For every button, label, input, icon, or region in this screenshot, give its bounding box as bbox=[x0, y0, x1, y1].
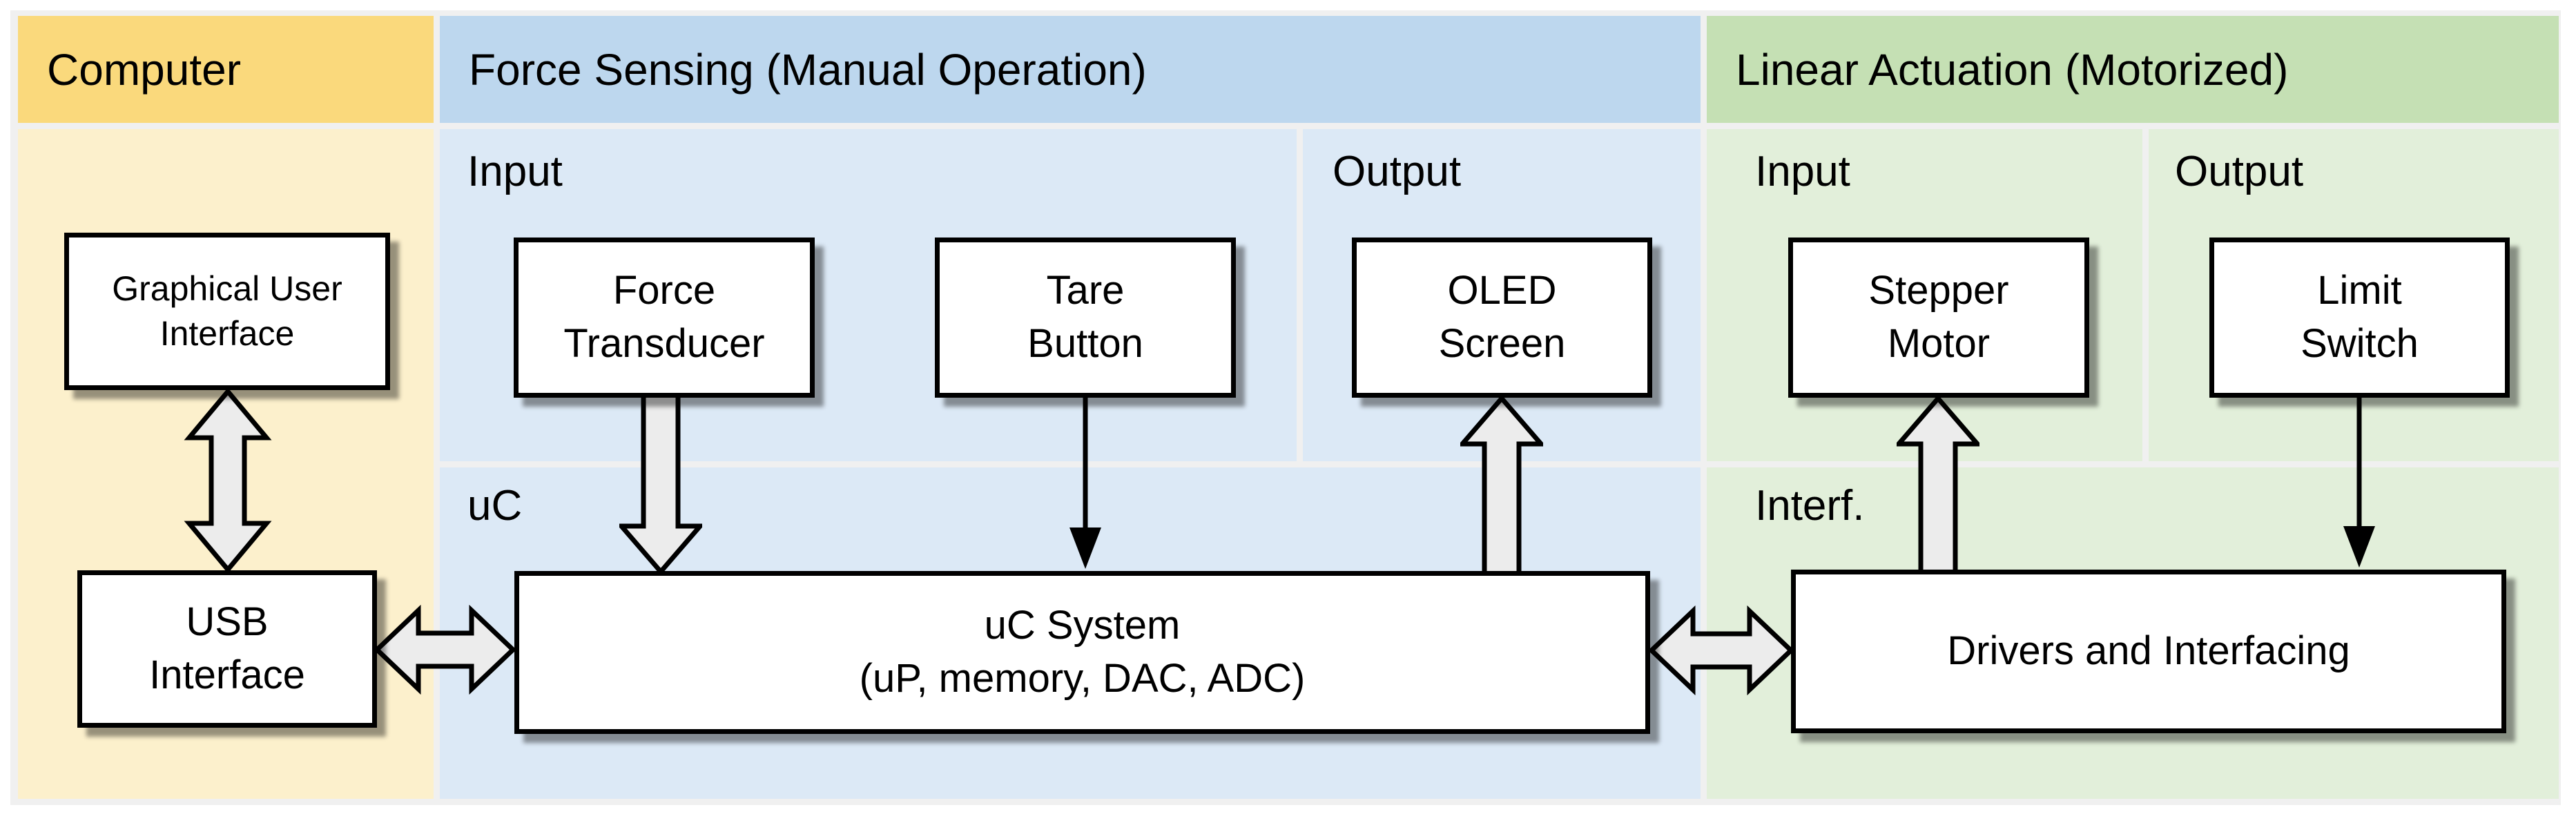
block-limit-switch: Limit Switch bbox=[2209, 238, 2510, 398]
block-stepper-motor: Stepper Motor bbox=[1788, 238, 2089, 398]
linear-actuation-title: Linear Actuation (Motorized) bbox=[1736, 44, 2289, 95]
block-oled-screen: OLED Screen bbox=[1352, 238, 1652, 398]
force-transducer-to-uc-arrow bbox=[619, 395, 702, 575]
uc-to-oled-arrow bbox=[1460, 395, 1543, 575]
section-header-computer: Computer bbox=[18, 16, 434, 123]
force-transducer-label: Force Transducer bbox=[563, 268, 765, 366]
linear-interf-label: Interf. bbox=[1755, 482, 1865, 530]
linear-output-label: Output bbox=[2175, 148, 2304, 195]
tare-button-label: Tare Button bbox=[1027, 268, 1143, 366]
section-header-force-sensing: Force Sensing (Manual Operation) bbox=[440, 16, 1701, 123]
force-input-label: Input bbox=[467, 148, 563, 195]
block-force-transducer: Force Transducer bbox=[514, 238, 815, 398]
uc-drivers-double-arrow bbox=[1649, 606, 1794, 695]
block-uc-system: uC System (uP, memory, DAC, ADC) bbox=[514, 571, 1650, 734]
tare-button-to-uc-arrow bbox=[1069, 395, 1101, 569]
limit-switch-label: Limit Switch bbox=[2301, 268, 2419, 366]
force-sensing-title: Force Sensing (Manual Operation) bbox=[469, 44, 1147, 95]
gui-block-label: Graphical User Interface bbox=[112, 269, 342, 353]
block-graphical-user-interface: Graphical User Interface bbox=[64, 233, 390, 390]
usb-uc-double-arrow bbox=[374, 605, 516, 695]
oled-screen-label: OLED Screen bbox=[1438, 268, 1566, 366]
block-tare-button: Tare Button bbox=[935, 238, 1236, 398]
block-drivers-and-interfacing: Drivers and Interfacing bbox=[1791, 570, 2506, 733]
drivers-to-stepper-arrow bbox=[1897, 395, 1979, 575]
computer-title: Computer bbox=[47, 44, 241, 95]
gui-usb-double-arrow bbox=[184, 389, 272, 572]
limit-switch-to-drivers-arrow bbox=[2343, 395, 2375, 568]
block-usb-interface: USB Interface bbox=[77, 570, 377, 728]
usb-interface-label: USB Interface bbox=[149, 599, 305, 697]
linear-input-label: Input bbox=[1755, 148, 1850, 195]
stepper-motor-label: Stepper Motor bbox=[1868, 268, 2009, 366]
force-uc-label: uC bbox=[467, 482, 523, 530]
section-header-linear-actuation: Linear Actuation (Motorized) bbox=[1707, 16, 2559, 123]
force-output-label: Output bbox=[1333, 148, 1462, 195]
uc-system-label: uC System (uP, memory, DAC, ADC) bbox=[859, 603, 1306, 701]
drivers-label: Drivers and Interfacing bbox=[1947, 628, 2350, 674]
